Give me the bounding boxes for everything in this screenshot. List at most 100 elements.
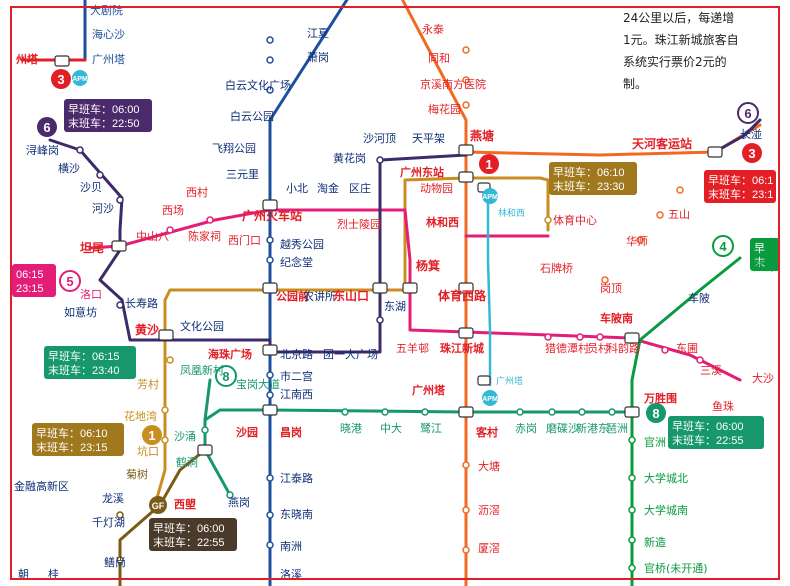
station-label[interactable]: 中大 xyxy=(380,421,402,435)
station-label[interactable]: 赤岗 xyxy=(515,422,537,435)
interchange-icon[interactable] xyxy=(624,406,640,418)
station-label[interactable]: 花地湾 xyxy=(124,409,157,423)
station-label[interactable]: 浔峰岗 xyxy=(26,144,59,157)
station-dot[interactable] xyxy=(696,356,704,364)
interchange-icon[interactable] xyxy=(262,199,278,211)
station-dot[interactable] xyxy=(376,316,384,324)
station-dot[interactable] xyxy=(266,391,274,399)
station-label[interactable]: 岗顶 xyxy=(600,282,622,295)
station-label[interactable]: 南洲 xyxy=(280,540,302,553)
station-dot[interactable] xyxy=(628,474,636,482)
station-dot[interactable] xyxy=(266,236,274,244)
station-label[interactable]: 大剧院 xyxy=(90,3,123,17)
station-dot[interactable] xyxy=(608,408,616,416)
station-dot[interactable] xyxy=(636,236,644,244)
station-label[interactable]: 公园前 xyxy=(276,289,309,303)
station-label[interactable]: 沥滘 xyxy=(478,504,500,517)
station-label[interactable]: 横沙 xyxy=(58,161,80,175)
station-dot[interactable] xyxy=(462,76,470,84)
station-label[interactable]: 白云公园 xyxy=(230,109,274,123)
station-label[interactable]: 万胜围 xyxy=(643,391,677,405)
station-dot[interactable] xyxy=(544,333,552,341)
station-label[interactable]: 东湖 xyxy=(384,300,406,313)
station-label[interactable]: 广州塔 xyxy=(496,375,523,387)
station-dot[interactable] xyxy=(116,511,124,519)
station-dot[interactable] xyxy=(628,536,636,544)
interchange-icon[interactable] xyxy=(458,406,474,418)
station-label[interactable]: 晓港 xyxy=(340,422,362,435)
station-label[interactable]: 东圃 xyxy=(676,342,698,355)
station-dot[interactable] xyxy=(544,216,552,224)
station-label[interactable]: 纪念堂 xyxy=(280,255,313,269)
interchange-icon[interactable] xyxy=(402,282,418,294)
station-dot[interactable] xyxy=(266,86,274,94)
station-label[interactable]: 琶洲 xyxy=(606,422,628,435)
station-label[interactable]: 官桥(未开通) xyxy=(644,561,708,575)
interchange-icon[interactable] xyxy=(54,55,70,67)
station-label[interactable]: 黄花岗 xyxy=(333,151,366,165)
station-label[interactable]: 广州塔 xyxy=(92,53,125,66)
station-dot[interactable] xyxy=(596,333,604,341)
station-label[interactable]: 团一大广场 xyxy=(323,347,378,361)
station-dot[interactable] xyxy=(381,408,389,416)
station-label[interactable]: 新造 xyxy=(644,535,666,549)
station-label[interactable]: 江南西 xyxy=(280,388,313,401)
interchange-icon[interactable] xyxy=(262,282,278,294)
interchange-icon[interactable] xyxy=(458,327,474,339)
station-label[interactable]: 大塘 xyxy=(478,459,500,473)
station-label[interactable]: 坦尾 xyxy=(80,241,104,255)
station-dot[interactable] xyxy=(462,461,470,469)
station-label[interactable]: 广州东站 xyxy=(400,165,444,179)
station-label[interactable]: 鹤洞 xyxy=(176,455,198,469)
station-label[interactable]: 西塱 xyxy=(174,497,196,511)
station-dot[interactable] xyxy=(266,256,274,264)
interchange-icon[interactable] xyxy=(624,332,640,344)
station-label[interactable]: 广州塔 xyxy=(412,383,446,397)
station-dot[interactable] xyxy=(266,36,274,44)
station-label[interactable]: 客村 xyxy=(475,425,498,439)
station-dot[interactable] xyxy=(601,276,609,284)
interchange-icon[interactable] xyxy=(262,404,278,416)
station-label[interactable]: 鹭江 xyxy=(420,421,442,435)
station-label[interactable]: 体育中心 xyxy=(553,213,597,227)
station-label[interactable]: 科韵路 xyxy=(607,341,640,355)
station-label[interactable]: 五羊邨 xyxy=(396,341,429,355)
station-label[interactable]: 菊树 xyxy=(126,467,148,481)
station-label[interactable]: 磨碟沙 xyxy=(546,422,579,435)
station-label[interactable]: 车陂南 xyxy=(600,311,633,325)
station-label[interactable]: 车陂 xyxy=(688,291,710,305)
station-label[interactable]: 新港东 xyxy=(576,421,609,435)
station-dot[interactable] xyxy=(628,506,636,514)
station-label[interactable]: 黄沙 xyxy=(135,322,159,337)
station-dot[interactable] xyxy=(462,506,470,514)
station-label[interactable]: 海心沙 xyxy=(92,27,125,41)
station-label[interactable]: 沙贝 xyxy=(80,181,102,194)
station-label[interactable]: 永泰 xyxy=(422,22,444,36)
station-label[interactable]: 动物园 xyxy=(420,181,453,195)
station-label[interactable]: 洛溪 xyxy=(280,567,302,581)
station-label[interactable]: 淘金 xyxy=(317,181,339,195)
station-label[interactable]: 体育西路 xyxy=(438,288,487,303)
station-dot[interactable] xyxy=(76,146,84,154)
station-dot[interactable] xyxy=(266,56,274,64)
interchange-icon[interactable] xyxy=(158,329,174,341)
station-dot[interactable] xyxy=(656,211,664,219)
station-label[interactable]: 宝岗大道 xyxy=(236,377,280,391)
station-dot[interactable] xyxy=(462,546,470,554)
station-dot[interactable] xyxy=(226,491,234,499)
station-dot[interactable] xyxy=(116,301,124,309)
station-label[interactable]: 凤凰新村 xyxy=(180,363,224,377)
station-label[interactable]: 昌岗 xyxy=(280,425,302,439)
station-label[interactable]: 杨箕 xyxy=(416,258,440,273)
station-label[interactable]: 鳝尚 xyxy=(104,555,126,569)
station-dot[interactable] xyxy=(421,408,429,416)
station-dot[interactable] xyxy=(266,371,274,379)
station-label[interactable]: 大沙 xyxy=(752,371,774,385)
station-label[interactable]: 州塔 xyxy=(15,52,39,66)
station-dot[interactable] xyxy=(576,333,584,341)
station-dot[interactable] xyxy=(376,156,384,164)
station-dot[interactable] xyxy=(166,226,174,234)
interchange-icon[interactable] xyxy=(458,144,474,156)
station-label[interactable]: 龙溪 xyxy=(102,492,124,505)
station-label[interactable]: 河沙 xyxy=(92,202,114,215)
